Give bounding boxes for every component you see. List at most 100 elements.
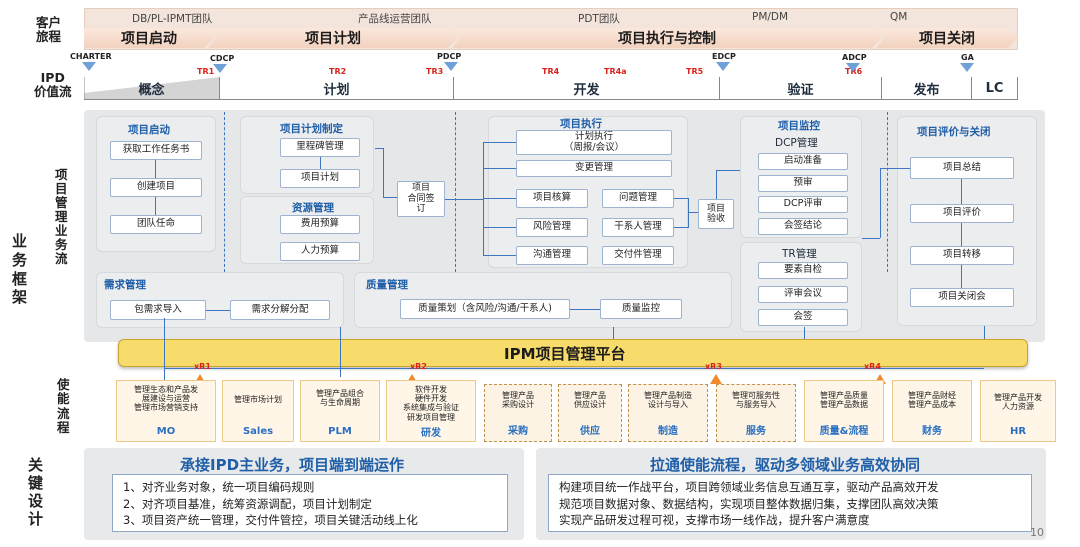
key-right-line: 构建项目统一作战平台，项目跨领域业务信息互通互享，驱动产品高效开发 — [559, 480, 939, 494]
box-self-check: 要素自检 — [758, 262, 848, 279]
connector — [445, 199, 483, 200]
box-sign-conclusion: 会签结论 — [758, 218, 848, 235]
connector — [880, 168, 881, 238]
group-plan-title: 项目计划制定 — [280, 123, 343, 135]
divider — [455, 112, 456, 272]
key-left-item: 2、对齐项目基准，统筹资源调配，项目计划制定 — [123, 496, 372, 511]
label-ipd-value-stream: IPD 价值流 — [34, 70, 72, 100]
key-left-item: 1、对齐业务对象，统一项目编码规则 — [123, 480, 315, 494]
label-key-design: 关 键 设 计 — [28, 456, 44, 528]
box-close-meeting: 项目关闭会 — [910, 288, 1014, 307]
team-pdt: PDT团队 — [578, 13, 620, 25]
ms-tr2: TR2 — [329, 67, 347, 76]
connector — [961, 223, 962, 246]
connector — [880, 168, 910, 169]
box-review-meeting: 评审会议 — [758, 286, 848, 303]
xr2-marker-icon — [406, 374, 418, 384]
label-pm-flow: 项 目 管 理 业 务 流 — [55, 167, 68, 266]
ipm-platform-title: IPM项目管理平台 — [504, 345, 626, 363]
ms-adcp: ADCP — [842, 53, 867, 62]
ms-marker-icon — [716, 62, 730, 71]
box-quality-plan: 质量策划（含风险/沟通/干系人) — [400, 299, 570, 319]
stage-start: 项目启动 — [84, 28, 214, 48]
team-pm-dm: PM/DM — [752, 11, 789, 23]
stage-close: 项目关闭 — [876, 28, 1018, 48]
connector — [688, 212, 698, 213]
connector — [383, 197, 397, 198]
box-team-appoint: 团队任命 — [110, 215, 202, 234]
connector — [340, 327, 341, 377]
box-proj-plan: 项目计划 — [280, 169, 360, 188]
ms-tr4a: TR4a — [604, 67, 627, 76]
ms-ga: GA — [961, 53, 974, 62]
enabler-supply: 管理产品 供应设计供应 — [558, 384, 622, 442]
team-pl-ops: 产品线运营团队 — [358, 13, 432, 25]
label-biz-framework: 业 务 框 架 — [12, 232, 28, 307]
page-number: 10 — [1030, 526, 1044, 539]
team-qm: QM — [890, 11, 908, 23]
box-proj-accept: 项目 验收 — [698, 199, 734, 229]
box-cost-budget: 费用预算 — [280, 215, 360, 234]
connector — [483, 142, 484, 256]
dcp-mgmt-title: DCP管理 — [775, 137, 818, 149]
stage-exec: 项目执行与控制 — [452, 28, 882, 48]
key-right-line: 规范项目数据对象、数据结构，实现项目整体数据归集，支撑团队高效决策 — [559, 496, 939, 511]
connector — [570, 309, 600, 310]
key-left-title: 承接IPD主业务，项目端到端运作 — [180, 456, 405, 474]
key-left-item: 3、项目资产统一管理，交付件管控，项目关键活动线上化 — [123, 513, 418, 528]
box-hr-budget: 人力预算 — [280, 242, 360, 261]
xr2-label: xR2 — [410, 362, 427, 371]
box-dcp-review: DCP评审 — [758, 196, 848, 213]
group-close-title: 项目评价与关闭 — [917, 126, 991, 138]
group-exec-title: 项目执行 — [560, 118, 602, 130]
ms-tr1: TR1 — [197, 67, 215, 76]
box-issue-mgmt: 问题管理 — [602, 189, 674, 208]
connector — [984, 326, 985, 339]
box-proj-transfer: 项目转移 — [910, 246, 1014, 265]
box-change-mgmt: 变更管理 — [516, 160, 672, 177]
xr3-label: xR3 — [705, 362, 722, 371]
box-sign: 会签 — [758, 309, 848, 326]
group-start-title: 项目启动 — [128, 124, 170, 136]
tr-mgmt-title: TR管理 — [782, 248, 817, 260]
connector — [688, 198, 689, 228]
connector — [674, 227, 688, 228]
box-demand-decomp: 需求分解分配 — [230, 300, 330, 320]
ms-tr3: TR3 — [426, 67, 444, 76]
team-db-pl: DB/PL-IPMT团队 — [132, 13, 213, 25]
connector — [164, 368, 984, 369]
box-quality-monitor: 质量监控 — [600, 299, 682, 319]
ms-marker-icon — [960, 63, 974, 72]
box-stakeholder-mgmt: 干系人管理 — [602, 218, 674, 237]
phase-concept: 概念 — [84, 77, 220, 99]
box-proj-summary: 项目总结 — [910, 157, 1014, 179]
connector — [862, 238, 880, 239]
box-comm-mgmt: 沟通管理 — [516, 246, 588, 265]
phase-lc: LC — [972, 77, 1018, 99]
box-milestone-mgmt: 里程碑管理 — [280, 138, 360, 157]
connector — [961, 179, 962, 204]
connector — [483, 255, 516, 256]
label-customer-journey: 客户 旅程 — [36, 15, 62, 45]
xr3-marker-icon — [710, 374, 722, 384]
connector — [716, 170, 717, 199]
stage-plan: 项目计划 — [208, 28, 458, 48]
label-enable-flow: 使 能 流 程 — [57, 377, 70, 436]
phase-release: 发布 — [882, 77, 972, 99]
enabler-rd: 软件开发 硬件开发 系统集成与验证 研发项目管理研发 — [386, 380, 476, 442]
enabler-manufacture: 管理产品制造 设计与导入制造 — [628, 384, 708, 442]
group-quality-title: 质量管理 — [366, 279, 408, 291]
connector — [804, 327, 805, 339]
xr4-marker-icon — [874, 374, 886, 384]
connector — [483, 198, 516, 199]
connector — [375, 148, 383, 149]
box-proj-accounting: 项目核算 — [516, 189, 588, 208]
xr1-label: xR1 — [194, 362, 211, 371]
phase-border — [84, 99, 1018, 100]
connector — [674, 198, 688, 199]
ms-tr4: TR4 — [542, 67, 560, 76]
divider — [887, 112, 888, 272]
enabler-service: 管理可服务性 与服务导入服务 — [716, 384, 796, 442]
